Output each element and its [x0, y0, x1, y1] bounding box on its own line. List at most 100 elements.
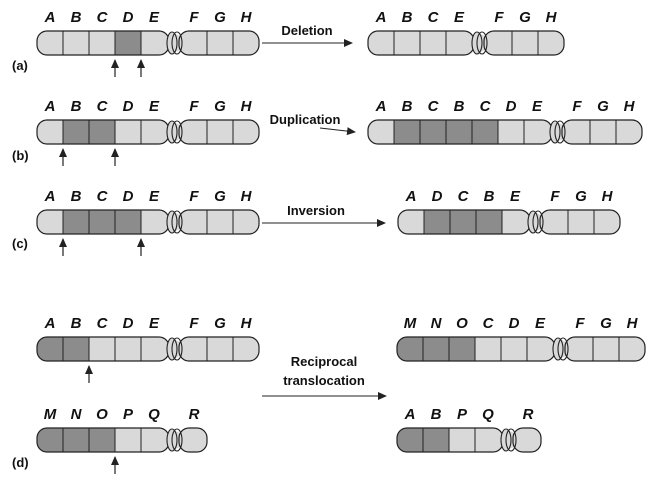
- band-a: [37, 120, 64, 144]
- band-c: [420, 31, 447, 55]
- gene-label: G: [519, 9, 531, 26]
- gene-label: B: [402, 98, 413, 115]
- gene-label: C: [428, 9, 440, 26]
- gene-label: A: [405, 188, 417, 205]
- gene-label: R: [523, 406, 534, 423]
- band-p: [115, 428, 142, 452]
- panel-label: (a): [12, 58, 28, 73]
- band-n: [63, 428, 90, 452]
- gene-label: E: [149, 315, 160, 332]
- band-d: [115, 337, 142, 361]
- band-c: [89, 31, 116, 55]
- gene-label: F: [575, 315, 585, 332]
- band-h: [616, 120, 642, 144]
- gene-label: C: [97, 98, 109, 115]
- band-f: [567, 337, 594, 361]
- gene-label: A: [375, 98, 387, 115]
- operation-label: Reciprocal: [291, 354, 357, 369]
- gene-label: H: [624, 98, 636, 115]
- band-e: [141, 31, 168, 55]
- band-b: [476, 210, 503, 234]
- gene-label: E: [149, 98, 160, 115]
- gene-label: H: [241, 98, 253, 115]
- gene-label: G: [600, 315, 612, 332]
- gene-label: B: [71, 315, 82, 332]
- operation-label: Deletion: [281, 23, 332, 38]
- band-q: [475, 428, 502, 452]
- gene-label: G: [214, 9, 226, 26]
- band-h: [233, 120, 259, 144]
- gene-label: H: [241, 315, 253, 332]
- operation-label: translocation: [283, 373, 365, 388]
- chromosome-bands: [37, 120, 259, 144]
- gene-label: N: [431, 315, 443, 332]
- gene-label: C: [458, 188, 470, 205]
- gene-label: F: [189, 188, 199, 205]
- band-q: [141, 428, 168, 452]
- band-e: [524, 120, 551, 144]
- band-a: [37, 31, 64, 55]
- gene-label: G: [214, 98, 226, 115]
- band-e: [527, 337, 554, 361]
- band-o: [449, 337, 476, 361]
- panel-label: (c): [12, 236, 28, 251]
- gene-label: E: [510, 188, 521, 205]
- gene-label: H: [546, 9, 558, 26]
- band-m: [397, 337, 424, 361]
- chromosome-bands: [368, 120, 642, 144]
- gene-label: A: [404, 406, 416, 423]
- band-e: [446, 31, 473, 55]
- band-g: [207, 337, 234, 361]
- band-d: [501, 337, 528, 361]
- gene-label: Q: [148, 406, 160, 423]
- band-h: [233, 210, 259, 234]
- gene-label: G: [214, 315, 226, 332]
- band-d: [115, 31, 142, 55]
- gene-label: C: [428, 98, 440, 115]
- band-b: [63, 120, 90, 144]
- band-f: [181, 210, 208, 234]
- band-f: [542, 210, 569, 234]
- band-b: [63, 210, 90, 234]
- gene-label: B: [71, 9, 82, 26]
- gene-label: D: [123, 188, 134, 205]
- band-g: [512, 31, 539, 55]
- gene-label: R: [189, 406, 200, 423]
- gene-label: D: [123, 9, 134, 26]
- gene-label: H: [241, 188, 253, 205]
- chromosome-bands: [397, 337, 645, 361]
- band-h: [233, 31, 259, 55]
- band-r: [181, 428, 207, 452]
- gene-label: Q: [482, 406, 494, 423]
- band-a: [398, 210, 425, 234]
- chromosome-bands: [37, 428, 207, 452]
- panel-label: (b): [12, 148, 29, 163]
- operation-label: Inversion: [287, 203, 345, 218]
- gene-label: F: [572, 98, 582, 115]
- band-n: [423, 337, 450, 361]
- band-d: [115, 210, 142, 234]
- band-g: [207, 210, 234, 234]
- gene-label: F: [550, 188, 560, 205]
- gene-label: B: [71, 98, 82, 115]
- gene-label: D: [123, 315, 134, 332]
- gene-label: N: [71, 406, 83, 423]
- band-e: [141, 210, 168, 234]
- gene-label: F: [189, 98, 199, 115]
- gene-label: C: [480, 98, 492, 115]
- gene-label: A: [44, 315, 56, 332]
- gene-label: D: [506, 98, 517, 115]
- band-a: [368, 120, 395, 144]
- gene-label: H: [241, 9, 253, 26]
- gene-label: C: [97, 9, 109, 26]
- band-d: [424, 210, 451, 234]
- chromosome-bands: [398, 210, 620, 234]
- band-c: [475, 337, 502, 361]
